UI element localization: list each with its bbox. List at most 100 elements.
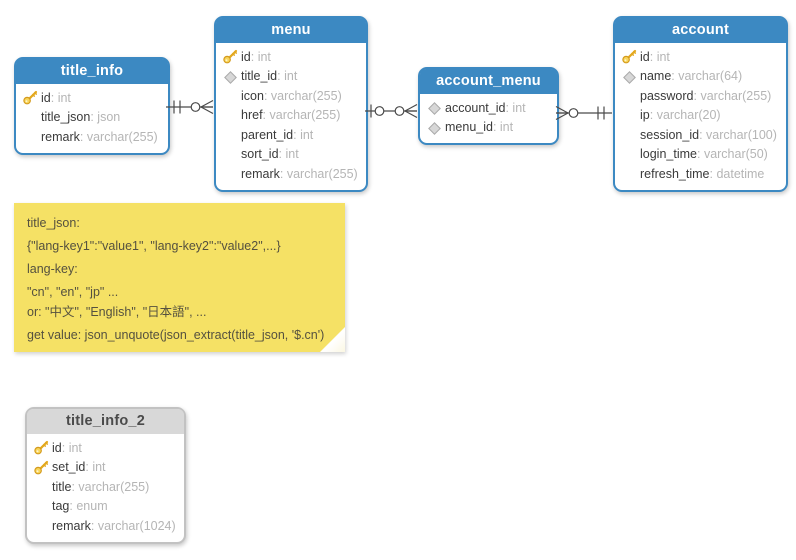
table-menu[interactable]: menuidinttitle_idinticonvarchar(255)href… [214,16,368,192]
column-row-sort_id[interactable]: sort_idint [216,145,366,165]
column-type: int [293,128,313,142]
column-row-remark[interactable]: remarkvarchar(1024) [27,516,184,536]
column-type: varchar(255) [280,167,358,181]
column-row-password[interactable]: passwordvarchar(255) [615,86,786,106]
column-name: icon [241,88,264,103]
column-row-icon[interactable]: iconvarchar(255) [216,86,366,106]
foreign-key-icon [427,100,445,116]
foreign-key-icon [427,120,445,135]
column-row-name[interactable]: namevarchar(64) [615,67,786,87]
column-row-id[interactable]: idint [16,88,168,108]
column-icon-spacer [23,110,41,125]
column-row-parent_id[interactable]: parent_idint [216,125,366,145]
column-row-href[interactable]: hrefvarchar(255) [216,106,366,126]
column-name: sort_id [241,147,279,162]
column-row-id[interactable]: idint [615,47,786,67]
column-row-login_time[interactable]: login_timevarchar(50) [615,145,786,165]
column-row-account_id[interactable]: account_idint [420,98,557,118]
table-columns: idintset_idinttitlevarchar(255)tagenumre… [27,434,184,542]
column-type: varchar(100) [699,128,777,142]
table-columns: idintnamevarchar(64)passwordvarchar(255)… [615,43,786,190]
note-line: "cn", "en", "jp" ... [27,285,119,299]
column-type: varchar(255) [71,480,149,494]
column-name: id [241,49,251,64]
column-type: int [279,147,298,161]
column-name: parent_id [241,127,294,142]
table-header-account_menu[interactable]: account_menu [420,69,557,94]
column-type: varchar(64) [671,69,742,83]
column-type: int [493,120,513,134]
column-type: int [277,69,297,83]
column-name: password [640,88,694,103]
table-header-title_info[interactable]: title_info [16,59,168,84]
table-header-menu[interactable]: menu [216,18,366,43]
column-type: json [90,110,120,124]
column-name: id [52,440,62,455]
column-icon-spacer [223,166,241,181]
column-icon-spacer [622,127,640,142]
column-row-menu_id[interactable]: menu_idint [420,118,557,138]
table-title_info[interactable]: title_infoidinttitle_jsonjsonremarkvarch… [14,57,170,155]
table-account[interactable]: accountidintnamevarchar(64)passwordvarch… [613,16,788,192]
column-type: varchar(255) [80,130,158,144]
column-icon-spacer [622,108,640,123]
column-type: enum [69,499,107,513]
primary-key-icon [223,49,241,64]
table-columns: idinttitle_idinticonvarchar(255)hrefvarc… [216,43,366,190]
connector-title_info-menu[interactable] [166,99,214,115]
column-icon-spacer [622,88,640,103]
column-icon-spacer [622,147,640,162]
column-row-ip[interactable]: ipvarchar(20) [615,106,786,126]
table-header-title_info_2[interactable]: title_info_2 [27,409,184,434]
table-header-account[interactable]: account [615,18,786,43]
column-name: remark [52,518,91,533]
column-row-title_json[interactable]: title_jsonjson [16,108,168,128]
column-icon-spacer [223,127,241,142]
column-icon-spacer [622,166,640,181]
table-title_info_2[interactable]: title_info_2idintset_idinttitlevarchar(2… [25,407,186,544]
column-icon-spacer [34,499,52,514]
column-row-session_id[interactable]: session_idvarchar(100) [615,125,786,145]
primary-key-icon [34,460,52,475]
column-name: id [640,49,650,64]
column-icon-spacer [223,147,241,162]
column-row-id[interactable]: idint [216,47,366,67]
column-row-title[interactable]: titlevarchar(255) [27,477,184,497]
column-row-title_id[interactable]: title_idint [216,67,366,87]
primary-key-icon [23,90,41,105]
column-name: account_id [445,100,506,115]
column-row-refresh_time[interactable]: refresh_timedatetime [615,164,786,184]
column-name: id [41,90,51,105]
column-type: int [62,441,82,455]
column-type: varchar(1024) [91,519,176,533]
column-row-remark[interactable]: remarkvarchar(255) [16,127,168,147]
table-columns: idinttitle_jsonjsonremarkvarchar(255) [16,84,168,153]
column-icon-spacer [34,479,52,494]
column-name: tag [52,499,70,514]
column-row-set_id[interactable]: set_idint [27,458,184,478]
column-type: varchar(255) [694,89,771,103]
column-name: session_id [640,127,700,142]
column-type: int [85,460,105,474]
note-line: get value: json_unquote(json_extract(tit… [27,328,325,342]
note-line: {"lang-key1":"value1", "lang-key2":"valu… [27,239,281,253]
column-icon-spacer [223,108,241,123]
column-name: href [241,108,263,123]
column-name: remark [41,129,80,144]
connector-menu-account_menu[interactable] [365,103,418,119]
column-name: title [52,479,72,494]
connector-account_menu-account[interactable] [555,105,612,121]
column-icon-spacer [223,88,241,103]
column-icon-spacer [23,129,41,144]
column-type: varchar(50) [697,147,768,161]
column-row-remark[interactable]: remarkvarchar(255) [216,164,366,184]
column-row-id[interactable]: idint [27,438,184,458]
column-type: int [650,50,670,64]
column-name: menu_id [445,120,493,135]
column-name: title_json [41,110,91,125]
column-row-tag[interactable]: tagenum [27,497,184,517]
sticky-note[interactable]: title_json: {"lang-key1":"value1", "lang… [14,203,345,352]
column-type: int [51,91,71,105]
